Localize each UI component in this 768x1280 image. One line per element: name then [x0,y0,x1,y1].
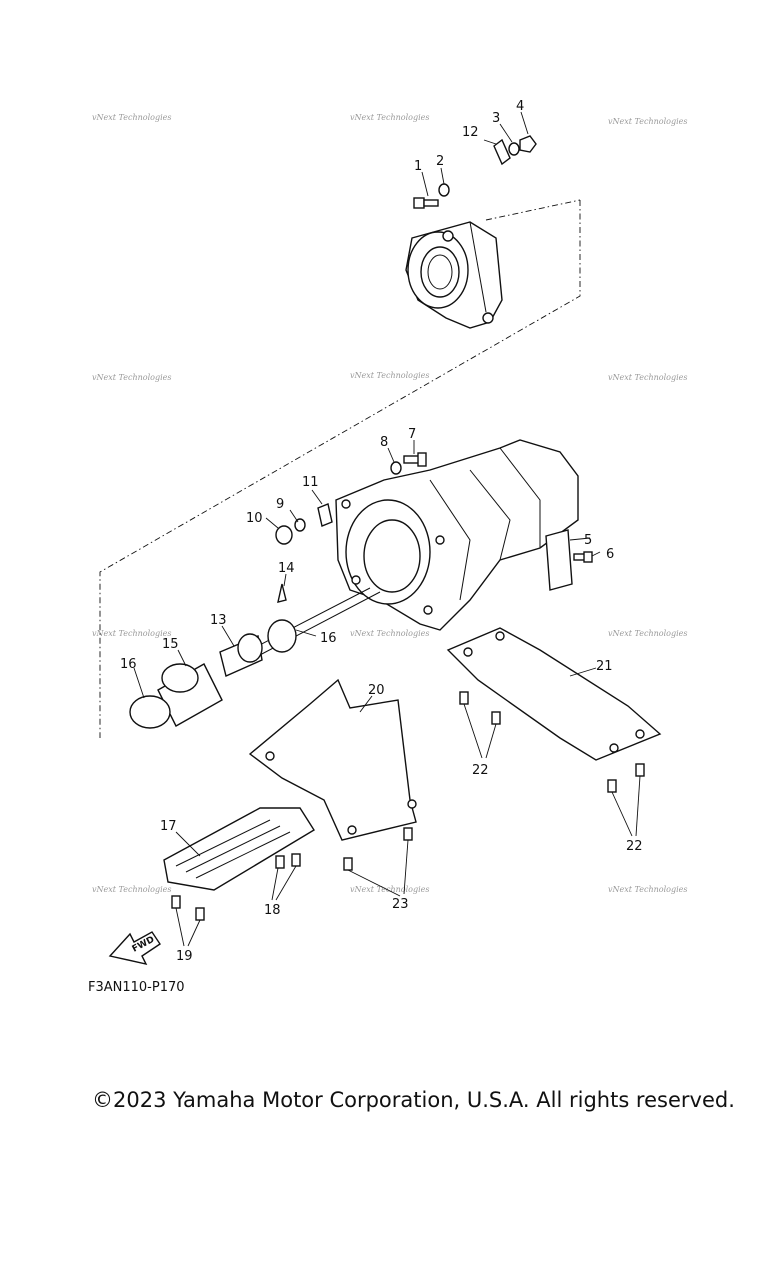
nut-icon [519,135,537,153]
washer-icon [508,142,520,156]
watermark: vNext Technologies [350,113,429,122]
callout-label: 12 [462,125,479,140]
ride-plate [446,627,662,761]
callout-label: 23 [392,897,409,912]
callout-label: 11 [302,475,319,490]
callout-label: 9 [276,497,284,512]
callout-labels: 1 2 3 4 5 6 7 8 9 10 11 12 13 14 15 16 1… [120,99,643,964]
nut-icon [275,525,293,545]
callout-label: 17 [160,819,177,834]
figure-code: F3AN110-P170 [88,980,185,995]
watermark-layer: vNext Technologies vNext Technologies vN… [92,113,687,894]
hose-sleeve [129,663,223,729]
hose-clamp-icon [129,695,171,729]
screw-icon [459,691,469,705]
screw-icon [607,779,617,793]
pump-fasteners [275,452,593,603]
watermark: vNext Technologies [608,629,687,638]
screw-icon [275,855,285,869]
watermark: vNext Technologies [608,373,687,382]
intake-grate [163,807,315,891]
callout-label: 3 [492,111,500,126]
callout-label: 22 [472,763,489,778]
callout-label: 5 [584,533,592,548]
callout-label: 4 [516,99,524,114]
screw-icon [635,763,645,777]
watermark: vNext Technologies [350,885,429,894]
callout-label: 13 [210,613,227,628]
callout-label: 20 [368,683,385,698]
callout-label: 8 [380,435,388,450]
callout-label: 1 [414,159,422,174]
screw-icon [291,853,301,867]
copyright-notice: ©2023 Yamaha Motor Corporation, U.S.A. A… [92,1088,735,1112]
screw-icon [171,895,181,909]
callout-label: 16 [120,657,137,672]
watermark: vNext Technologies [92,629,171,638]
watermark: vNext Technologies [92,373,171,382]
screw-icon [343,857,353,871]
leader-lines [133,111,641,947]
watermark: vNext Technologies [92,885,171,894]
callout-label: 10 [246,511,263,526]
callout-label: 2 [436,154,444,169]
washer-icon [294,518,306,532]
callout-label: 6 [606,547,614,562]
callout-label: 22 [626,839,643,854]
output-housing [405,221,503,329]
alignment-lines [99,199,581,738]
screw-icon [277,583,287,603]
screw-icon [403,827,413,841]
washer-icon [438,183,450,197]
bolt-icon [573,551,593,563]
washer-icon [390,461,402,475]
callout-label: 7 [408,427,416,442]
watermark: vNext Technologies [608,885,687,894]
callout-label: 16 [320,631,337,646]
jet-pump-housing [335,439,579,631]
callout-label: 15 [162,637,179,652]
bolt-icon [413,197,439,209]
watermark: vNext Technologies [92,113,171,122]
upper-fasteners [413,135,537,209]
screw-icon [195,907,205,921]
callout-label: 19 [176,949,193,964]
drive-shaft [249,587,381,657]
callout-label: 18 [264,903,281,918]
watermark: vNext Technologies [350,371,429,380]
screw-icon [491,711,501,725]
fwd-arrow-icon: FWD [108,931,161,966]
bolt-icon [403,452,427,467]
plate-icon [317,503,333,527]
pad-icon [545,529,573,591]
plate-icon [493,138,511,166]
watermark: vNext Technologies [608,117,687,126]
hose-clamp-icon [267,619,297,653]
callout-label: 14 [278,561,295,576]
shaft-coupling [219,619,297,677]
watermark: vNext Technologies [350,629,429,638]
callout-label: 21 [596,659,613,674]
intake-bracket [248,678,417,841]
